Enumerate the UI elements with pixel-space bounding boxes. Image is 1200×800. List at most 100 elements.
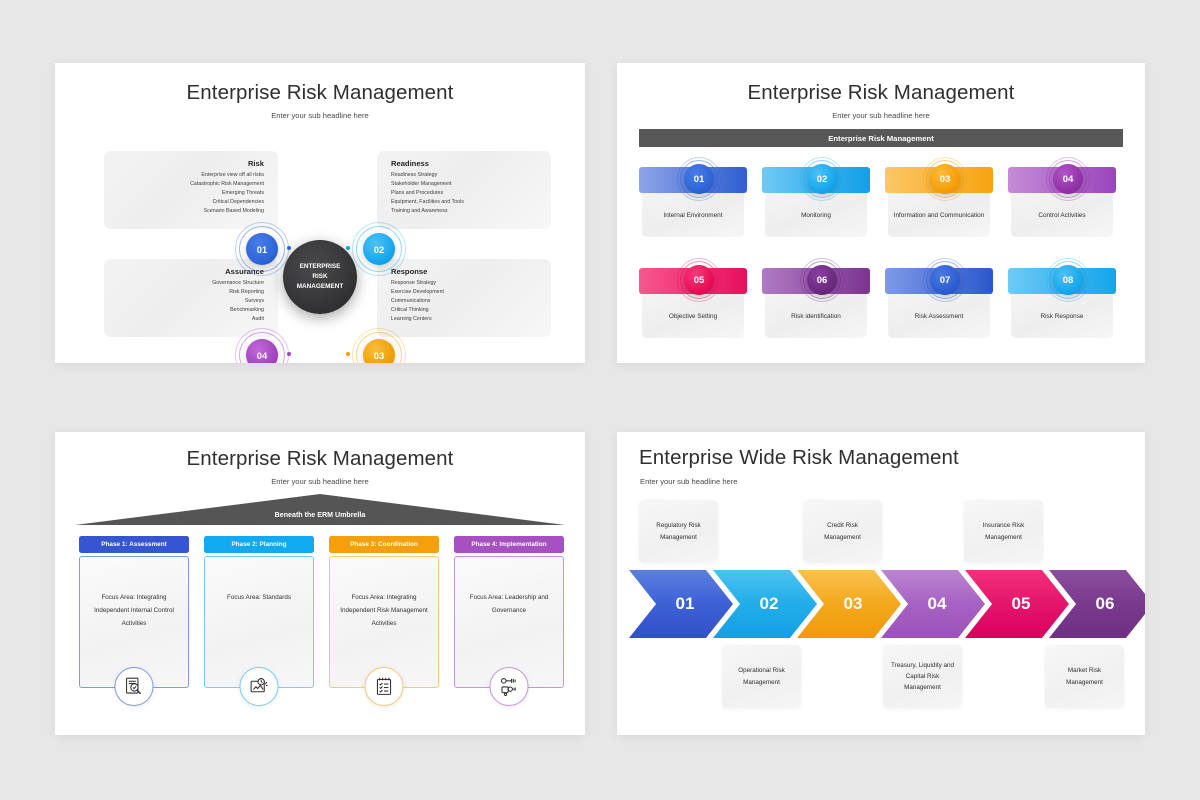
list-item: Benchmarking — [230, 307, 264, 314]
slide-3-erm-phases[interactable]: Enterprise Risk Management Enter your su… — [55, 432, 585, 735]
list-item: Training and Awareness — [391, 208, 448, 215]
phase-column-2[interactable]: Phase 2: Planning Focus Area: Standards — [204, 536, 314, 706]
marker-01-number: 01 — [246, 233, 278, 265]
slide2-subtitle: Enter your sub headline here — [832, 111, 930, 120]
component-card-05[interactable]: 05 Objective Setting — [639, 258, 747, 338]
component-label-02: Monitoring — [801, 212, 831, 219]
list-item: Governance Structure — [212, 280, 264, 286]
component-card-03[interactable]: 03 Information and Communication — [885, 157, 993, 237]
roof-label: Beneath the ERM Umbrella — [274, 511, 366, 519]
component-label-05: Objective Setting — [668, 313, 718, 320]
list-item: Readiness Strategy — [391, 172, 438, 178]
erm-umbrella-roof: Beneath the ERM Umbrella — [75, 494, 565, 527]
component-number-04: 04 — [1053, 164, 1083, 194]
risk-card-regulatory[interactable]: Regulatory Risk Management — [639, 500, 718, 563]
phase-column-4[interactable]: Phase 4: Implementation Focus Area: Lead… — [454, 536, 564, 706]
component-card-08[interactable]: 08 Risk Response — [1008, 258, 1116, 338]
list-item: Enterprise view off all risks — [201, 172, 264, 178]
dot-connector-03 — [346, 352, 350, 356]
component-card-02[interactable]: 02 Monitoring — [762, 157, 870, 237]
component-card-01[interactable]: 01 Internal Environment — [639, 157, 747, 237]
list-item: Critical Dependencies — [212, 199, 264, 206]
chevron-step-01[interactable]: 01 — [629, 570, 733, 638]
marker-01[interactable]: 01 — [235, 222, 289, 276]
list-item: Plans and Procedures — [391, 190, 444, 197]
slide4-subtitle: Enter your sub headline here — [640, 477, 738, 486]
center-hub-line-1: ENTERPRISE — [299, 263, 341, 271]
quadrant-risk[interactable]: Risk Enterprise view off all risks Catas… — [104, 151, 278, 229]
quadrant-readiness[interactable]: Readiness Readiness Strategy Stakeholder… — [377, 151, 551, 229]
component-marker-01: 01 — [677, 157, 721, 201]
risk-card-operational[interactable]: Operational Risk Management — [722, 645, 801, 708]
component-label-07: Risk Assessment — [914, 313, 964, 320]
slide-2-erm-eight-components[interactable]: Enterprise Risk Management Enter your su… — [617, 63, 1145, 363]
component-marker-02: 02 — [800, 157, 844, 201]
list-item: Communications — [391, 298, 431, 305]
presentation-clock-icon — [239, 667, 279, 706]
quadrant-readiness-heading: Readiness — [391, 159, 429, 168]
list-item: Stakeholder Management — [391, 181, 452, 188]
list-item: Exercise Development — [391, 289, 444, 296]
marker-04[interactable]: 04 — [235, 328, 289, 363]
risk-card-market[interactable]: Market Risk Management — [1045, 645, 1124, 708]
phase-column-1[interactable]: Phase 1: Assessment Focus Area: Integrat… — [79, 536, 189, 706]
settings-key-icon — [489, 667, 529, 706]
phase-column-3[interactable]: Phase 3: Coordination Focus Area: Integr… — [329, 536, 439, 706]
list-item: Equipment, Facilities and Tools — [391, 199, 464, 206]
quadrant-response-items: Response Strategy Exercise Development C… — [391, 279, 551, 325]
phase-focus-3: Focus Area: Integrating Independent Risk… — [340, 594, 428, 627]
dot-connector-02 — [346, 246, 350, 250]
phase-body-3: Focus Area: Integrating Independent Risk… — [329, 556, 439, 706]
quadrant-assurance-heading: Assurance — [225, 267, 264, 276]
slide-4-enterprise-wide-risk[interactable]: Enterprise Wide Risk Management Enter yo… — [617, 432, 1145, 735]
risk-card-credit[interactable]: Credit Risk Management — [803, 500, 882, 563]
marker-04-number: 04 — [246, 339, 278, 363]
list-item: Emerging Threats — [221, 190, 264, 197]
component-marker-05: 05 — [677, 258, 721, 302]
slide-1-erm-quadrants[interactable]: Enterprise Risk Management Enter your su… — [55, 63, 585, 363]
phase-header-1: Phase 1: Assessment — [79, 536, 189, 553]
component-label-04: Control Activities — [1038, 212, 1086, 219]
component-label-08: Risk Response — [1040, 313, 1084, 320]
list-item: Risk Reporting — [229, 289, 264, 296]
component-label-01: Internal Environment — [663, 212, 723, 219]
component-marker-07: 07 — [923, 258, 967, 302]
slide4-title: Enterprise Wide Risk Management — [639, 446, 959, 469]
marker-03-number: 03 — [363, 339, 395, 363]
list-item: Audit — [251, 316, 264, 323]
phase-body-1: Focus Area: Integrating Independent Inte… — [79, 556, 189, 706]
component-card-04[interactable]: 04 Control Activities — [1008, 157, 1116, 237]
phase-focus-4: Focus Area: Leadership and Governance — [469, 594, 549, 614]
phase-header-2: Phase 2: Planning — [204, 536, 314, 553]
quadrant-readiness-items: Readiness Strategy Stakeholder Managemen… — [391, 171, 551, 217]
slide3-title: Enterprise Risk Management — [186, 447, 454, 470]
component-marker-08: 08 — [1046, 258, 1090, 302]
checklist-clipboard-icon — [364, 667, 404, 706]
risk-card-treasury[interactable]: Treasury, Liquidity and Capital Risk Man… — [883, 645, 962, 708]
phase-header-3: Phase 3: Coordination — [329, 536, 439, 553]
marker-03[interactable]: 03 — [352, 328, 406, 363]
list-item: Catastrophic Risk Management — [190, 181, 264, 188]
component-card-06[interactable]: 06 Risk identification — [762, 258, 870, 338]
phase-body-2: Focus Area: Standards — [204, 556, 314, 706]
marker-02[interactable]: 02 — [352, 222, 406, 276]
dot-connector-01 — [287, 246, 291, 250]
component-number-05: 05 — [684, 265, 714, 295]
list-item: Scenario Based Modeling — [203, 208, 264, 215]
component-label-03: Information and Communication — [893, 212, 985, 219]
slide2-banner: Enterprise Risk Management — [639, 129, 1123, 147]
quadrant-assurance-items: Governance Structure Risk Reporting Surv… — [104, 279, 264, 325]
dot-connector-04 — [287, 352, 291, 356]
phase-focus-2: Focus Area: Standards — [226, 594, 292, 601]
quadrant-response-heading: Response — [391, 267, 428, 276]
quadrant-risk-items: Enterprise view off all risks Catastroph… — [104, 171, 264, 217]
component-card-07[interactable]: 07 Risk Assessment — [885, 258, 993, 338]
list-item: Learning Centers — [391, 316, 432, 323]
quadrant-response[interactable]: Response Response Strategy Exercise Deve… — [377, 259, 551, 337]
center-hub-line-2: RISK — [312, 273, 328, 281]
component-number-03: 03 — [930, 164, 960, 194]
risk-card-insurance[interactable]: Insurance Risk Management — [964, 500, 1043, 563]
slide1-subtitle: Enter your sub headline here — [271, 111, 369, 120]
center-hub[interactable]: ENTERPRISE RISK MANAGEMENT — [283, 240, 357, 314]
